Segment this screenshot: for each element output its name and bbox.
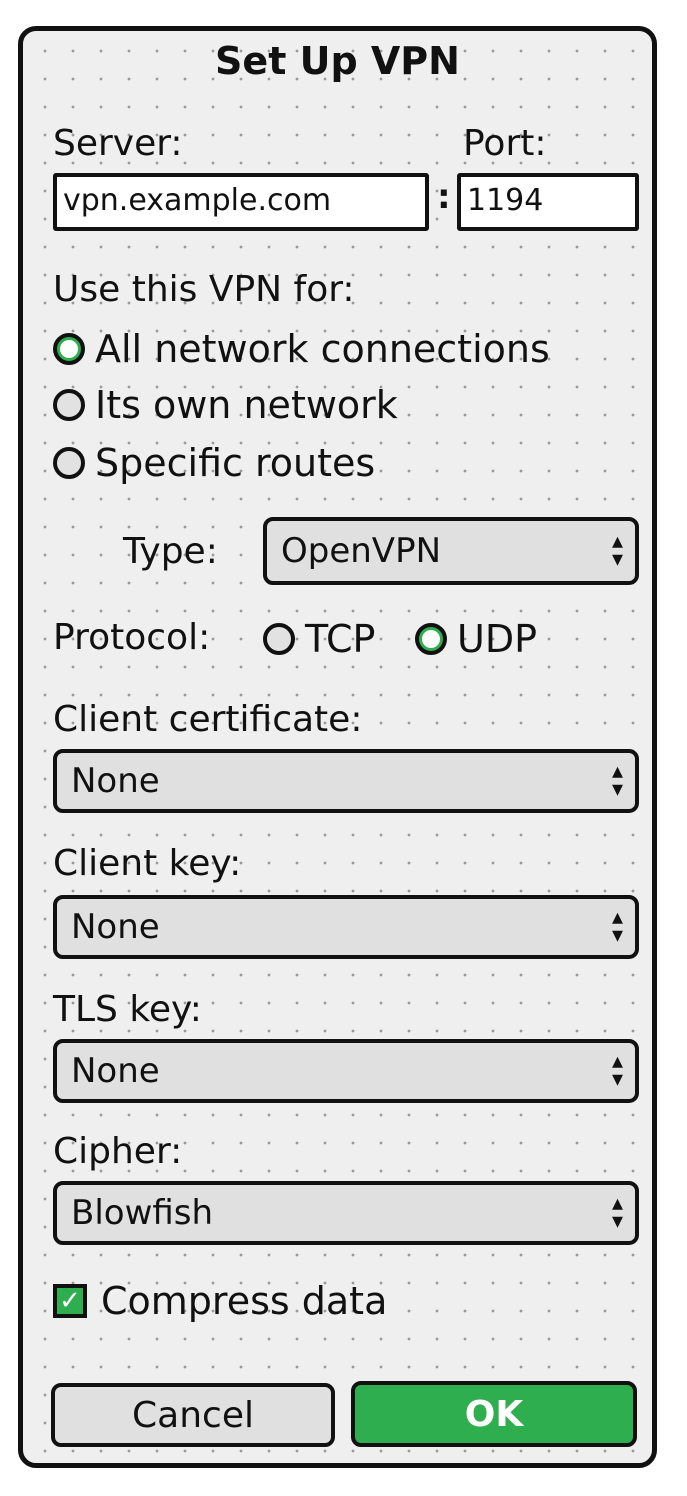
dialog-title: Set Up VPN xyxy=(215,39,460,83)
radio-button[interactable] xyxy=(53,389,85,421)
radio-own-network[interactable]: Its own network xyxy=(53,383,398,427)
client-certificate-label: Client certificate: xyxy=(53,699,363,740)
radio-tcp[interactable]: TCP xyxy=(263,617,375,661)
cipher-label: Cipher: xyxy=(53,1131,183,1172)
radio-label: All network connections xyxy=(95,327,550,371)
radio-label: Specific routes xyxy=(95,441,376,485)
radio-button[interactable] xyxy=(53,447,85,479)
updown-arrows-icon: ▴▾ xyxy=(611,759,623,802)
ok-button[interactable]: OK xyxy=(351,1381,637,1447)
updown-arrows-icon: ▴▾ xyxy=(611,1049,623,1092)
type-value: OpenVPN xyxy=(281,531,442,571)
updown-arrows-icon: ▴▾ xyxy=(611,1191,623,1234)
type-select[interactable]: OpenVPN ▴▾ xyxy=(263,517,639,585)
port-separator: : xyxy=(437,177,451,217)
radio-specific-routes[interactable]: Specific routes xyxy=(53,441,375,485)
radio-button-selected[interactable] xyxy=(415,623,447,655)
compress-data-label: Compress data xyxy=(101,1279,388,1323)
port-label: Port: xyxy=(463,123,547,164)
client-certificate-select[interactable]: None ▴▾ xyxy=(53,749,639,813)
use-for-label: Use this VPN for: xyxy=(53,269,355,310)
cipher-select[interactable]: Blowfish ▴▾ xyxy=(53,1181,639,1245)
cipher-value: Blowfish xyxy=(71,1193,214,1233)
radio-label: Its own network xyxy=(95,383,398,427)
client-key-select[interactable]: None ▴▾ xyxy=(53,895,639,959)
checkmark-icon[interactable]: ✓ xyxy=(53,1284,87,1318)
radio-button[interactable] xyxy=(263,623,295,655)
server-input[interactable]: vpn.example.com xyxy=(53,173,429,231)
port-input[interactable]: 1194 xyxy=(457,173,639,231)
vpn-setup-dialog: Set Up VPN Server: Port: vpn.example.com… xyxy=(18,26,657,1468)
updown-arrows-icon: ▴▾ xyxy=(611,905,623,948)
tls-key-value: None xyxy=(71,1051,160,1091)
type-label: Type: xyxy=(123,531,218,572)
radio-button-selected[interactable] xyxy=(53,333,85,365)
client-key-label: Client key: xyxy=(53,843,242,884)
tls-key-select[interactable]: None ▴▾ xyxy=(53,1039,639,1103)
compress-data-checkbox-row[interactable]: ✓ Compress data xyxy=(53,1279,387,1323)
updown-arrows-icon: ▴▾ xyxy=(611,529,623,572)
radio-label: UDP xyxy=(457,617,537,661)
server-label: Server: xyxy=(53,123,183,164)
radio-udp[interactable]: UDP xyxy=(415,617,537,661)
cancel-button[interactable]: Cancel xyxy=(51,1383,335,1447)
client-key-value: None xyxy=(71,907,160,947)
radio-label: TCP xyxy=(305,617,376,661)
tls-key-label: TLS key: xyxy=(53,989,202,1030)
protocol-label: Protocol: xyxy=(53,617,211,658)
client-certificate-value: None xyxy=(71,761,160,801)
radio-all-connections[interactable]: All network connections xyxy=(53,327,550,371)
